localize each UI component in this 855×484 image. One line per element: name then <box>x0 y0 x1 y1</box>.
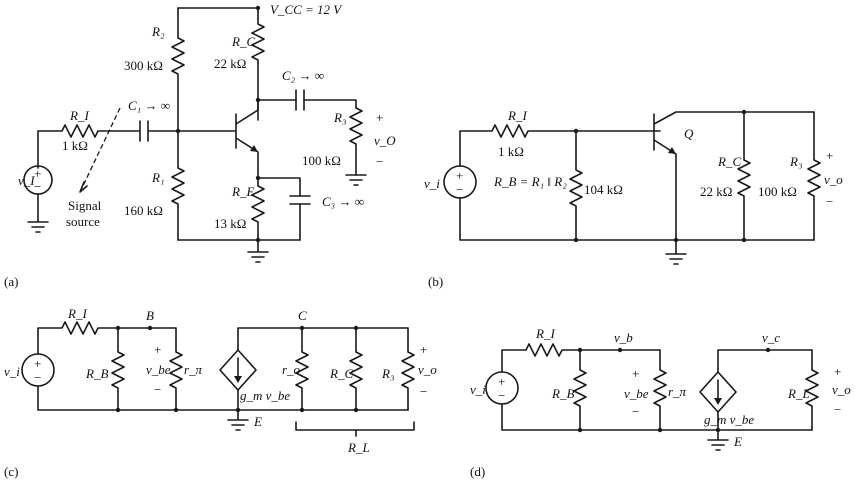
panel-c <box>21 321 415 437</box>
minus-vo-c: − <box>420 384 427 399</box>
caption-c: (c) <box>4 464 18 479</box>
label-c1-a: C₁ → ∞ <box>128 98 170 113</box>
label-r1-a: R₁ <box>151 170 164 185</box>
label-vi-d: v_i <box>470 382 486 397</box>
value-r2-a: 300 kΩ <box>124 58 163 73</box>
label-r3-c: R₃ <box>381 366 394 381</box>
label-rc-a: R_C <box>231 34 255 49</box>
label-gm-d: g_m v_be <box>704 412 754 427</box>
value-r1-a: 160 kΩ <box>124 203 163 218</box>
signal-source-line1: Signal <box>68 198 102 213</box>
plus-vbe-c: + <box>154 342 161 357</box>
label-vo-d: v_o <box>832 382 851 397</box>
value-rb-b: 104 kΩ <box>584 182 623 197</box>
label-ri-b: R_I <box>507 108 527 123</box>
label-rpi-d: r_π <box>668 384 687 399</box>
label-r3-a: R₃ <box>333 110 346 125</box>
minus-vbe-d: − <box>632 404 639 419</box>
minus-vi-d: − <box>498 388 505 403</box>
caption-d: (d) <box>470 464 485 479</box>
minus-vi-a: − <box>34 179 41 194</box>
value-r3-a: 100 kΩ <box>302 153 341 168</box>
label-rpi-c: r_π <box>184 362 203 377</box>
value-rc-b: 22 kΩ <box>700 184 732 199</box>
label-vb-d: v_b <box>614 330 633 345</box>
label-rc-c: R_C <box>329 366 353 381</box>
label-vi-a: v_I <box>18 173 35 188</box>
plus-vbe-d: + <box>632 366 639 381</box>
signal-source-line2: source <box>66 214 100 229</box>
label-rc-b: R_C <box>717 154 741 169</box>
label-r2-a: R₂ <box>151 24 165 39</box>
label-rl-c: R_L <box>347 440 370 455</box>
minus-vo-d: − <box>834 402 841 417</box>
label-ro-c: r_o <box>282 362 301 377</box>
label-r3-b: R₃ <box>789 154 802 169</box>
value-rc-a: 22 kΩ <box>214 56 246 71</box>
label-vo-c: v_o <box>418 362 437 377</box>
plus-vi-c: + <box>34 356 41 371</box>
plus-vo-d: + <box>834 364 841 379</box>
label-vbe-d: v_be <box>624 386 649 401</box>
label-vi-c: v_i <box>4 364 20 379</box>
label-ri-a: R_I <box>69 108 89 123</box>
plus-vo-b: + <box>826 148 833 163</box>
label-node-e-c: E <box>253 414 262 429</box>
label-c2-a: C₂ → ∞ <box>282 68 324 83</box>
label-node-e-d: E <box>733 434 742 449</box>
label-q-b: Q <box>684 126 694 141</box>
minus-vo-a: − <box>376 154 383 169</box>
label-vcc-a: V_CC = 12 V <box>270 2 343 17</box>
label-ri-c: R_I <box>67 306 87 321</box>
minus-vi-c: − <box>34 370 41 385</box>
panel-b <box>443 109 821 265</box>
plus-vo-a: + <box>376 110 383 125</box>
label-node-b-c: B <box>146 308 154 323</box>
minus-vbe-c: − <box>154 382 161 397</box>
caption-a: (a) <box>4 274 18 289</box>
label-gm-c: g_m v_be <box>240 388 290 403</box>
label-vc-d: v_c <box>762 330 780 345</box>
panel-d <box>485 343 819 451</box>
plus-vi-a: + <box>34 166 41 181</box>
label-vo-a: v_O <box>374 133 396 148</box>
value-ri-b: 1 kΩ <box>498 144 524 159</box>
minus-vo-b: − <box>826 194 833 209</box>
label-vi-b: v_i <box>424 176 440 191</box>
label-vbe-c: v_be <box>146 362 171 377</box>
value-ri-a: 1 kΩ <box>62 138 88 153</box>
panel-a <box>23 5 367 263</box>
label-rb-d: R_B <box>551 386 574 401</box>
label-c3-a: C₃ → ∞ <box>322 194 364 209</box>
plus-vi-b: + <box>456 168 463 183</box>
value-r3-b: 100 kΩ <box>758 184 797 199</box>
plus-vo-c: + <box>420 342 427 357</box>
label-vo-b: v_o <box>824 172 843 187</box>
label-re-a: R_E <box>231 184 254 199</box>
value-re-a: 13 kΩ <box>214 216 246 231</box>
label-rb-eq-b: R_B = R₁ ‖ R₂ <box>493 174 567 189</box>
plus-vi-d: + <box>498 374 505 389</box>
label-rl-d: R_L <box>787 386 810 401</box>
label-rb-c: R_B <box>85 366 108 381</box>
minus-vi-b: − <box>456 182 463 197</box>
label-node-c-c: C <box>298 308 307 323</box>
label-ri-d: R_I <box>535 326 555 341</box>
caption-b: (b) <box>428 274 443 289</box>
